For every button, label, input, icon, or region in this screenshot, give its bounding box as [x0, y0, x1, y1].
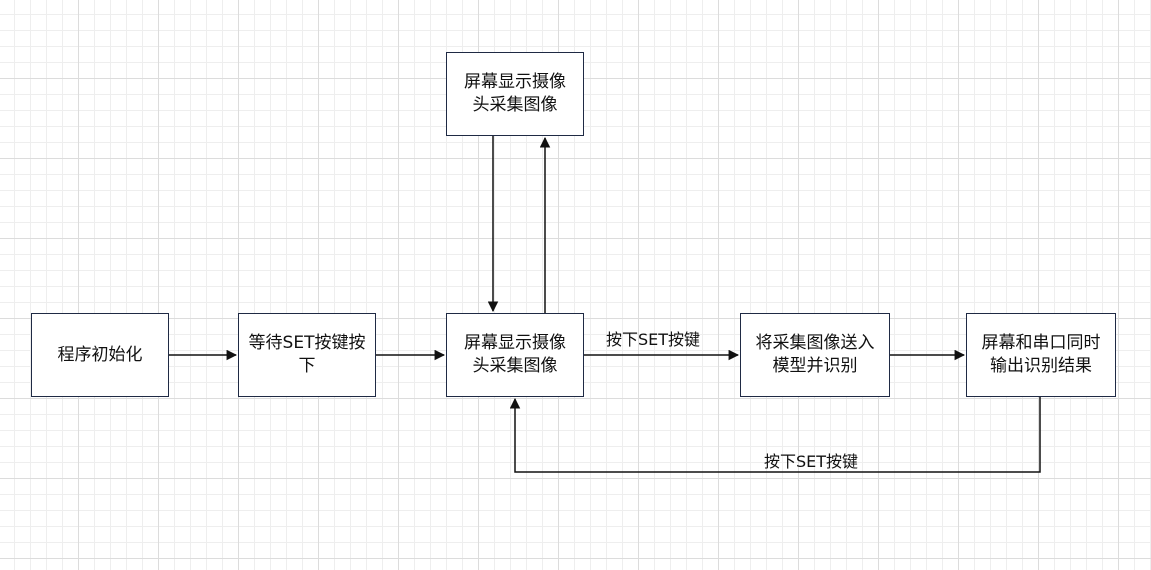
edge-label-press-set-forward: 按下SET按键 [606, 330, 701, 349]
node-display-camera-main: 屏幕显示摄像 头采集图像 [446, 313, 584, 397]
node-send-to-model: 将采集图像送入 模型并识别 [740, 313, 890, 397]
node-output-results: 屏幕和串口同时 输出识别结果 [966, 313, 1116, 397]
node-program-init: 程序初始化 [31, 313, 169, 397]
node-display-camera-top: 屏幕显示摄像 头采集图像 [446, 52, 584, 136]
edge-label-press-set-back: 按下SET按键 [764, 452, 859, 471]
node-wait-set-press: 等待SET按键按 下 [238, 313, 376, 397]
arrow-output-back-to-display [509, 397, 1041, 473]
